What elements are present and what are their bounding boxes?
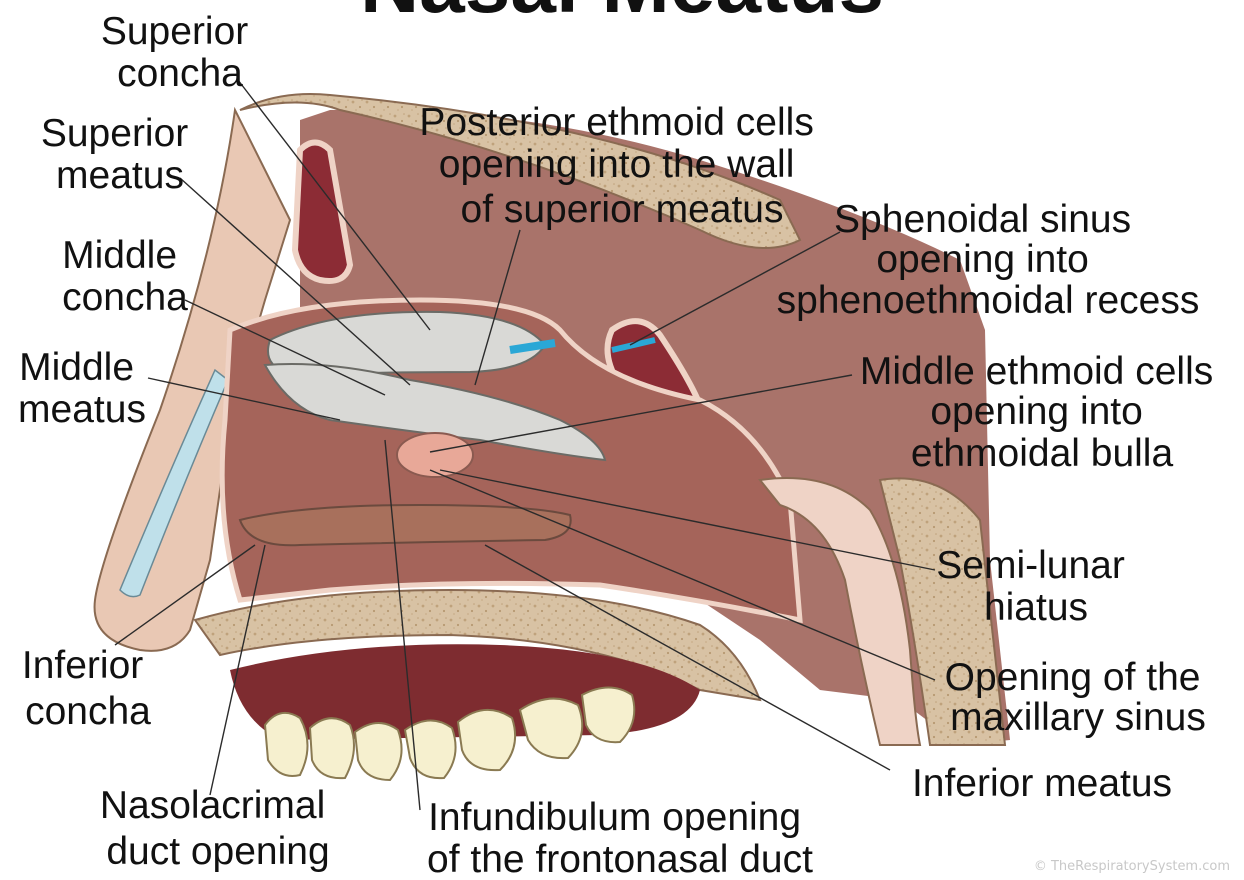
label-nasolacrimal-duct: Nasolacrimal duct opening: [100, 784, 336, 873]
label-middle-concha: Middle concha: [62, 234, 188, 319]
label-superior-concha: Superior concha: [101, 10, 259, 95]
label-middle-meatus: Middle meatus: [18, 346, 146, 431]
label-superior-meatus: Superior meatus: [41, 112, 199, 197]
label-inferior-concha: Inferior concha: [22, 644, 154, 733]
label-posterior-ethmoid: Posterior ethmoid cells opening into the…: [419, 101, 824, 231]
label-inferior-meatus: Inferior meatus: [912, 762, 1172, 805]
label-infundibulum: Infundibulum opening of the frontonasal …: [427, 796, 813, 880]
inferior-concha-shape: [240, 505, 571, 545]
ethmoidal-bulla: [397, 433, 473, 477]
label-maxillary-opening: Opening of the maxillary sinus: [945, 656, 1212, 739]
diagram-title: Nasal Meatus: [360, 0, 884, 30]
watermark: © TheRespiratorySystem.com: [1034, 859, 1230, 874]
